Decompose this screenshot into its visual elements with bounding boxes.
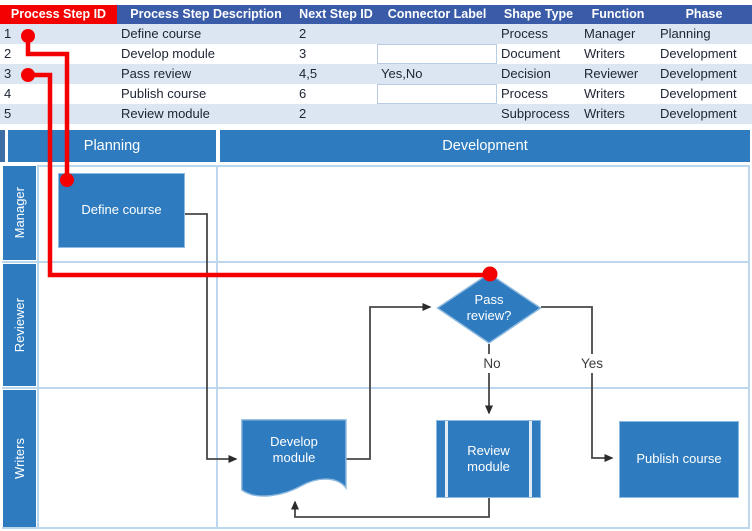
phase-label-planning: Planning: [83, 138, 141, 154]
cell-next-step[interactable]: 2: [299, 106, 307, 121]
cell-function[interactable]: Reviewer: [584, 66, 639, 81]
shape-publish-course[interactable]: Publish course: [619, 421, 739, 498]
cell-description[interactable]: Publish course: [121, 86, 207, 101]
lane-left-border: [37, 165, 39, 529]
shape-define-course[interactable]: Define course: [58, 173, 185, 248]
cell-next-step[interactable]: 4,5: [299, 66, 318, 81]
cell-step-id[interactable]: 2: [4, 46, 12, 61]
cell-shape-type[interactable]: Subprocess: [501, 106, 570, 121]
cell-phase[interactable]: Development: [660, 66, 737, 81]
cell-function[interactable]: Writers: [584, 46, 625, 61]
cell-description[interactable]: Define course: [121, 26, 202, 41]
cell-connector-label[interactable]: [377, 104, 497, 124]
connector-yes-branch: [541, 306, 614, 462]
column-header-description[interactable]: Process Step Description: [130, 7, 282, 21]
branch-label-no: No: [477, 354, 507, 373]
table-row-4: 4 Publish course 6 Process Writers Devel…: [0, 84, 752, 104]
cell-next-step[interactable]: 6: [299, 86, 307, 101]
subprocess-left-bar: [445, 421, 448, 497]
cell-function[interactable]: Manager: [584, 26, 636, 41]
process-map-table: Process Step ID Process Step Description…: [0, 5, 752, 124]
container-edge: [0, 130, 5, 162]
cell-step-id[interactable]: 4: [4, 86, 12, 101]
table-header-row: Process Step ID Process Step Description…: [0, 5, 752, 24]
diagram-right-border: [748, 165, 750, 529]
column-header-process-step-id[interactable]: Process Step ID: [0, 5, 117, 24]
shape-label: Publish course: [636, 451, 722, 467]
branch-label-yes: Yes: [574, 354, 610, 373]
cell-function[interactable]: Writers: [584, 86, 625, 101]
table-row-1: 1 Define course 2 Process Manager Planni…: [0, 24, 752, 44]
cell-step-id[interactable]: 5: [4, 106, 12, 121]
cell-phase[interactable]: Development: [660, 86, 737, 101]
cell-function[interactable]: Writers: [584, 106, 625, 121]
phase-label-development: Development: [442, 138, 528, 154]
column-header-function[interactable]: Function: [591, 7, 645, 21]
cell-shape-type[interactable]: Process: [501, 26, 548, 41]
lane-label-reviewer: Reviewer: [12, 297, 27, 353]
cell-phase[interactable]: Development: [660, 46, 737, 61]
cell-description[interactable]: Pass review: [121, 66, 192, 81]
column-header-shape-type[interactable]: Shape Type: [503, 7, 574, 21]
shape-review-module-subprocess[interactable]: Review module: [436, 420, 541, 498]
column-header-connector-label[interactable]: Connector Label: [387, 7, 487, 21]
table-row-2: 2 Develop module 3 Document Writers Deve…: [0, 44, 752, 64]
lane-bottom-border: [2, 527, 750, 529]
shape-develop-module-document[interactable]: [241, 419, 347, 501]
shape-label: Define course: [81, 202, 162, 218]
table-row-5: 5 Review module 2 Subprocess Writers Dev…: [0, 104, 752, 124]
column-header-phase[interactable]: Phase: [685, 7, 723, 21]
cell-step-id[interactable]: 1: [4, 26, 12, 41]
cell-shape-type[interactable]: Document: [501, 46, 561, 61]
lane-header-reviewer[interactable]: Reviewer: [3, 264, 36, 386]
cell-next-step[interactable]: 3: [299, 46, 307, 61]
lane-divider-reviewer-writers: [2, 387, 750, 389]
cell-description[interactable]: Review module: [121, 106, 210, 121]
lane-divider-manager-reviewer: [2, 261, 750, 263]
lane-top-border: [38, 165, 749, 167]
cell-description[interactable]: Develop module: [121, 46, 215, 61]
lane-header-writers[interactable]: Writers: [3, 390, 36, 527]
cell-phase[interactable]: Planning: [660, 26, 711, 41]
phase-header-development[interactable]: Development: [220, 130, 750, 162]
lane-header-manager[interactable]: Manager: [3, 166, 36, 260]
cell-connector-label[interactable]: [377, 24, 497, 44]
cell-shape-type[interactable]: Decision: [501, 66, 551, 81]
column-header-next-step-id[interactable]: Next Step ID: [299, 7, 373, 21]
phase-divider-line: [216, 165, 218, 529]
cell-connector-label[interactable]: [377, 44, 497, 64]
connector-develop-to-decision: [346, 303, 432, 460]
shape-label: Review module: [467, 442, 510, 474]
subprocess-right-bar: [529, 421, 532, 497]
cell-connector-label[interactable]: Yes,No: [381, 66, 423, 81]
cell-next-step[interactable]: 2: [299, 26, 307, 41]
shape-pass-review-decision[interactable]: [436, 272, 542, 345]
cell-phase[interactable]: Development: [660, 106, 737, 121]
phase-header-planning[interactable]: Planning: [8, 130, 216, 162]
lane-label-writers: Writers: [12, 438, 27, 479]
connector-define-to-develop: [185, 213, 238, 463]
cell-step-id[interactable]: 3: [4, 66, 12, 81]
lane-label-manager: Manager: [12, 187, 27, 239]
table-row-3: 3 Pass review 4,5 Yes,No Decision Review…: [0, 64, 752, 84]
shape-develop-module-label: Develop module: [270, 433, 318, 465]
cell-shape-type[interactable]: Process: [501, 86, 548, 101]
shape-pass-review-label: Pass review?: [466, 291, 512, 323]
cell-connector-label[interactable]: [377, 84, 497, 104]
